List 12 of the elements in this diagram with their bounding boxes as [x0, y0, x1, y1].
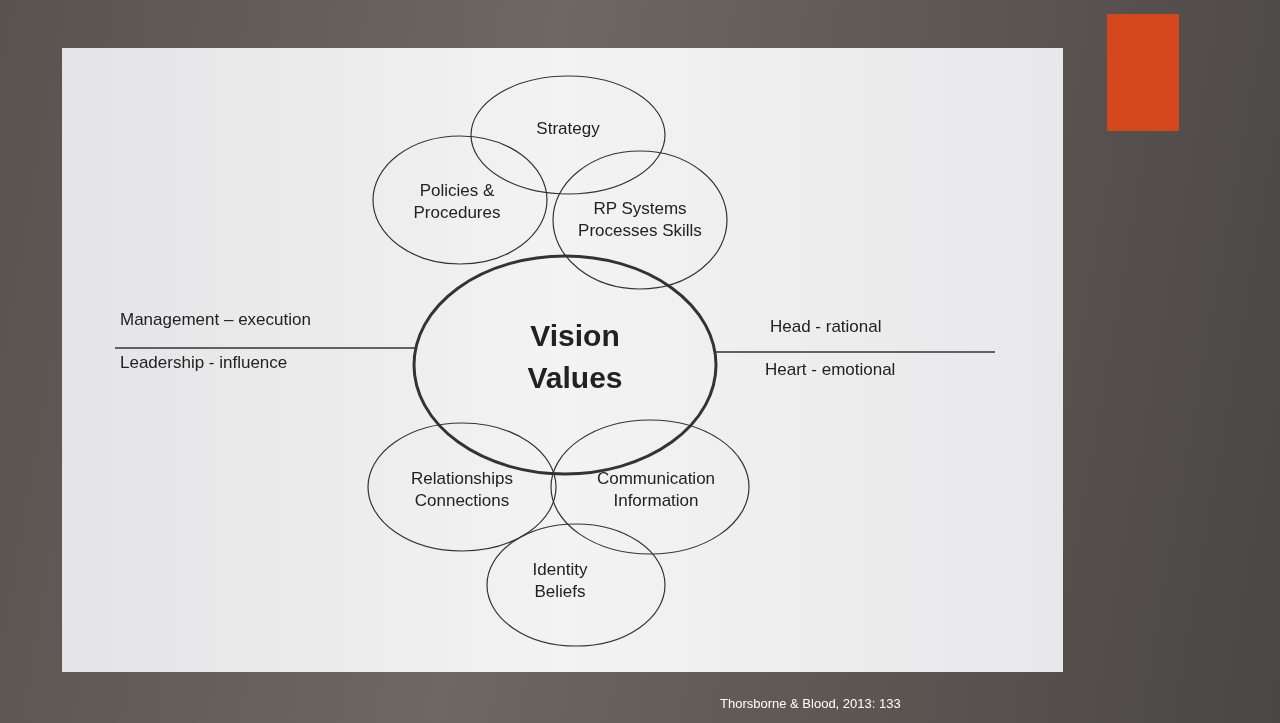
- circle-label: Strategy: [535, 118, 601, 140]
- axis-label: Leadership - influence: [120, 353, 288, 373]
- axis-label: Head - rational: [770, 317, 882, 337]
- circle-label: Policies & Procedures: [412, 180, 502, 224]
- axis-label: Management – execution: [120, 310, 311, 330]
- circle-label: RP Systems Processes Skills: [577, 198, 703, 242]
- axis-label: Heart - emotional: [765, 360, 896, 380]
- circle-label: Relationships Connections: [409, 468, 515, 512]
- source-citation: Thorsborne & Blood, 2013: 133: [720, 696, 901, 711]
- circle-label: Identity Beliefs: [531, 559, 589, 603]
- center-title: Vision Values: [526, 318, 624, 396]
- circle-label: Communication Information: [595, 468, 717, 512]
